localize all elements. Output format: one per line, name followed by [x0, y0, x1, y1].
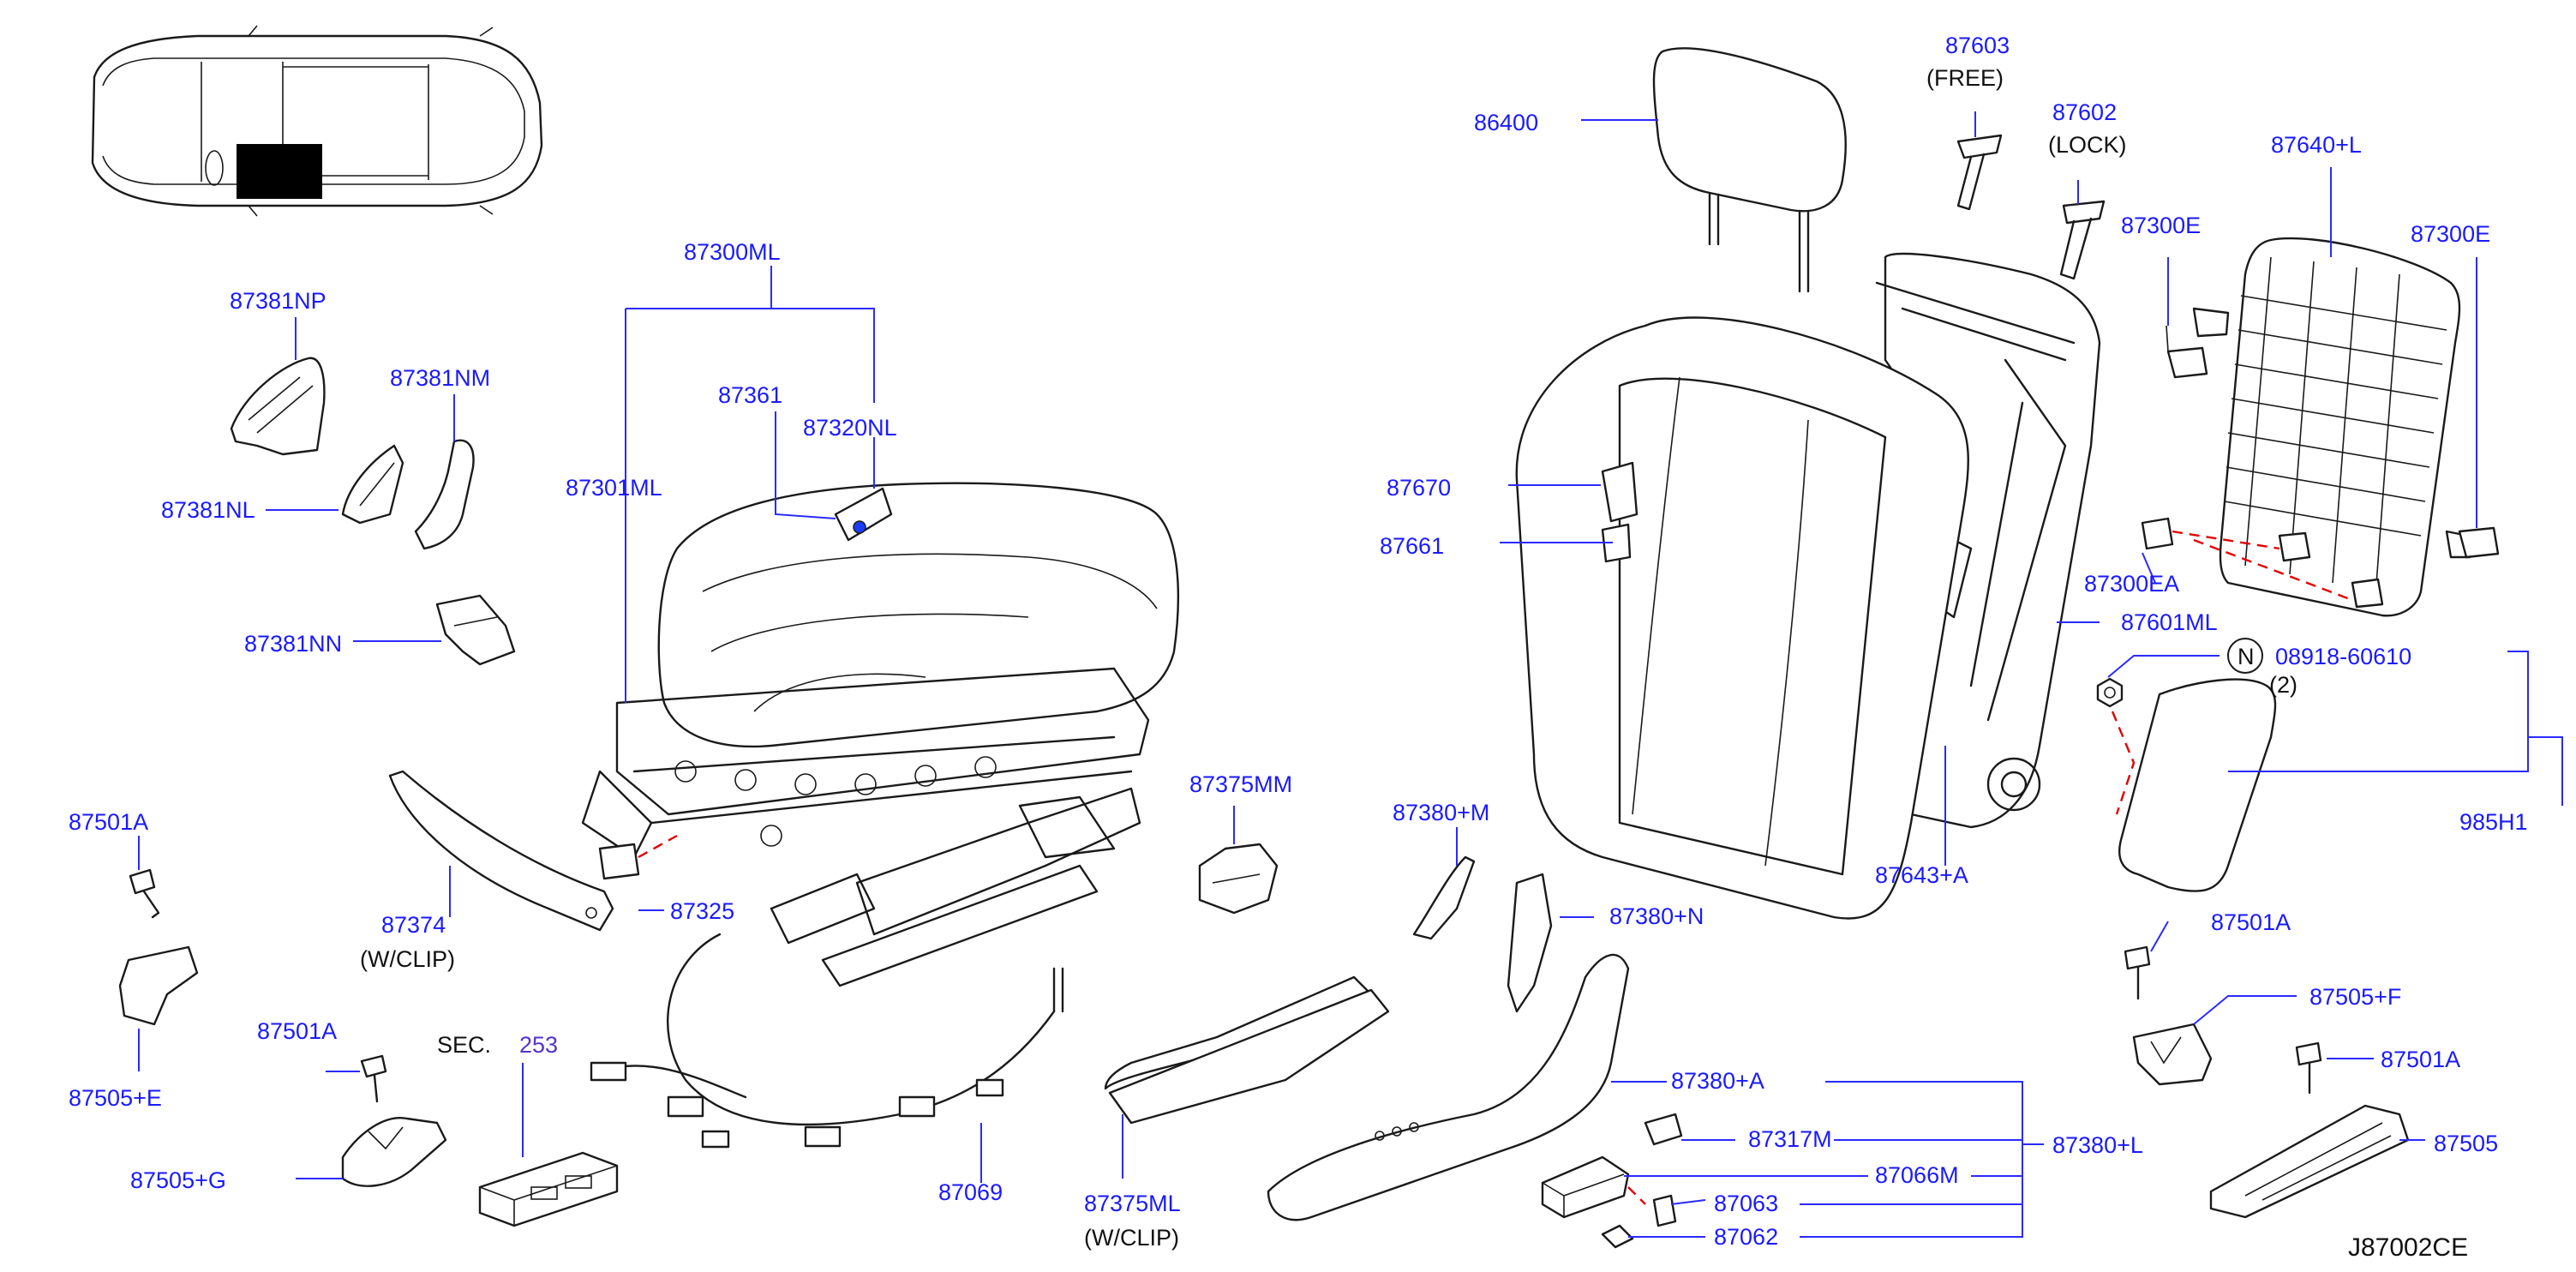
- wire-harness: [590, 933, 1064, 1149]
- label-87300e-left: 87300E: [2121, 213, 2201, 238]
- label-87374: 87374: [381, 912, 446, 938]
- label-87602: 87602: [2052, 99, 2117, 125]
- label-87380m: 87380+M: [1393, 800, 1489, 825]
- trim-87380a: [1267, 953, 1630, 1221]
- label-87325: 87325: [670, 898, 734, 924]
- clip-87300ea: [2141, 517, 2384, 609]
- label-87501a-right-2: 87501A: [2381, 1047, 2460, 1072]
- label-87300e-right: 87300E: [2411, 221, 2490, 247]
- badge-letter: N: [2238, 644, 2255, 669]
- bolt-87501a-left: [129, 868, 160, 919]
- label-87381nl: 87381NL: [161, 497, 255, 523]
- label-87505: 87505: [2434, 1131, 2498, 1156]
- diagram-code: J87002CE: [2348, 1233, 2468, 1262]
- label-87661: 87661: [1380, 533, 1444, 559]
- bracket-87505f: [2132, 1023, 2213, 1086]
- seat-back-board: [2192, 237, 2471, 617]
- label-87300ea: 87300EA: [2084, 571, 2179, 597]
- label-87603-note: (FREE): [1926, 65, 2004, 91]
- locator-highlight: [237, 144, 322, 199]
- label-87602-note: (LOCK): [2048, 132, 2127, 158]
- label-985h1: 985H1: [2459, 809, 2528, 835]
- label-sec-number: 253: [519, 1032, 558, 1058]
- label-87501a-left: 87501A: [69, 809, 148, 835]
- trim-87380n: [1507, 873, 1553, 1013]
- bolt-87501a-right-1: [2124, 945, 2151, 1000]
- trim-87380m: [1412, 855, 1476, 940]
- leader-lines: [138, 111, 2563, 1238]
- label-87320nl: 87320NL: [803, 415, 897, 441]
- label-08918-60610: 08918-60610: [2275, 644, 2411, 669]
- trim-87374: [388, 770, 614, 932]
- bolt-87501a-bottom: [360, 1054, 387, 1103]
- bolt-87501a-right-2: [2295, 1041, 2322, 1095]
- clip-87300e-right: [2458, 526, 2500, 559]
- nut-callout-badge: N: [2227, 638, 2263, 674]
- panel-985h1: [2111, 678, 2277, 892]
- label-87069: 87069: [938, 1179, 1003, 1205]
- label-87062: 87062: [1714, 1224, 1778, 1250]
- label-87066m: 87066M: [1875, 1162, 1959, 1188]
- label-87505e: 87505+E: [69, 1085, 162, 1111]
- label-87380n: 87380+N: [1609, 903, 1704, 929]
- clip-87300e-left: [2166, 325, 2208, 379]
- cover-87381nn: [435, 594, 516, 666]
- trim-87375mm: [1198, 843, 1279, 915]
- nut: [2096, 677, 2124, 708]
- label-87375ml-note: (W/CLIP): [1084, 1225, 1179, 1251]
- label-sec: SEC.: [437, 1032, 491, 1058]
- part-labels: 86400 87603 (FREE) 87602 (LOCK) 87640+L …: [69, 33, 2528, 1262]
- cover-87381nl: [341, 444, 404, 525]
- headrest: [1652, 47, 1847, 293]
- trim-87375ml: [1104, 975, 1390, 1125]
- label-87640l: 87640+L: [2271, 132, 2362, 158]
- bracket-87505g: [341, 1117, 447, 1187]
- label-87501a-right-1: 87501A: [2211, 909, 2291, 935]
- seat-frame: [581, 667, 1150, 987]
- control-unit-sec-253: [478, 1151, 619, 1227]
- label-87380l: 87380+L: [2052, 1132, 2143, 1158]
- rail-87505: [2209, 1104, 2410, 1219]
- label-87505f: 87505+F: [2309, 984, 2401, 1010]
- label-86400: 86400: [1474, 110, 1538, 135]
- seat-back-cushion: [1515, 316, 1969, 920]
- cover-87381np: [230, 357, 326, 456]
- bracket-87505e: [118, 945, 199, 1026]
- label-87361: 87361: [718, 382, 782, 408]
- headrest-guide-free: [1956, 134, 2003, 211]
- label-87381nm: 87381NM: [390, 365, 490, 391]
- label-87301ml: 87301ML: [566, 475, 662, 501]
- vehicle-locator-icon: [91, 25, 543, 217]
- label-87375mm: 87375MM: [1189, 771, 1292, 797]
- label-87380a: 87380+A: [1671, 1068, 1764, 1094]
- knob-87063: [1652, 1194, 1677, 1227]
- label-87670: 87670: [1387, 475, 1451, 501]
- label-87603: 87603: [1945, 33, 2010, 58]
- label-87601ml: 87601ML: [2121, 609, 2218, 635]
- label-87381nn: 87381NN: [244, 631, 342, 657]
- knob-87317m: [1644, 1113, 1683, 1146]
- label-87643a: 87643+A: [1875, 862, 1968, 888]
- label-87063: 87063: [1714, 1191, 1778, 1216]
- cover-87381nm: [414, 439, 475, 550]
- label-87381np: 87381NP: [230, 288, 326, 314]
- label-87501a-bottom: 87501A: [257, 1018, 337, 1044]
- headrest-guide-lock: [2059, 200, 2106, 280]
- label-87317m: 87317M: [1748, 1126, 1832, 1152]
- label-87300ml: 87300ML: [684, 239, 781, 265]
- switch-87066m: [1541, 1155, 1646, 1219]
- seat-cushion: [657, 482, 1179, 748]
- knob-87062: [1601, 1224, 1634, 1249]
- label-87374-note: (W/CLIP): [360, 946, 455, 972]
- module-87325: [598, 834, 678, 880]
- label-08918-qty: (2): [2269, 672, 2297, 698]
- label-87505g: 87505+G: [130, 1167, 226, 1193]
- label-87375ml: 87375ML: [1084, 1191, 1181, 1216]
